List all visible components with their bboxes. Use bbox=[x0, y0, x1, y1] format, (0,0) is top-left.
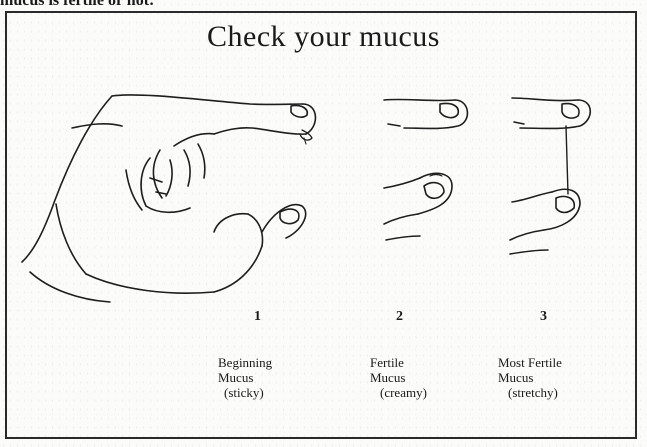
stage-caption-1: Beginning Mucus (sticky) bbox=[218, 355, 272, 400]
stage-name-line1: Beginning bbox=[218, 355, 272, 370]
stage-name-line1: Fertile bbox=[370, 355, 427, 370]
stage-name-line2: Mucus bbox=[218, 370, 272, 385]
stage-caption-2: Fertile Mucus (creamy) bbox=[370, 355, 427, 400]
stage-name-line2: Mucus bbox=[370, 370, 427, 385]
stage-texture: (sticky) bbox=[218, 385, 272, 400]
stage-caption-3: Most Fertile Mucus (stretchy) bbox=[498, 355, 562, 400]
stage-number-3: 3 bbox=[540, 309, 547, 325]
stage-texture: (stretchy) bbox=[498, 385, 562, 400]
fingertips-drawing-creamy bbox=[384, 99, 467, 240]
stage-number-1: 1 bbox=[254, 309, 261, 325]
hand-drawing-sticky bbox=[22, 95, 315, 302]
stage-number-2: 2 bbox=[396, 309, 403, 325]
stage-name-line1: Most Fertile bbox=[498, 355, 562, 370]
stage-name-line2: Mucus bbox=[498, 370, 562, 385]
fingertips-drawing-stretchy bbox=[510, 98, 590, 254]
stage-texture: (creamy) bbox=[370, 385, 427, 400]
